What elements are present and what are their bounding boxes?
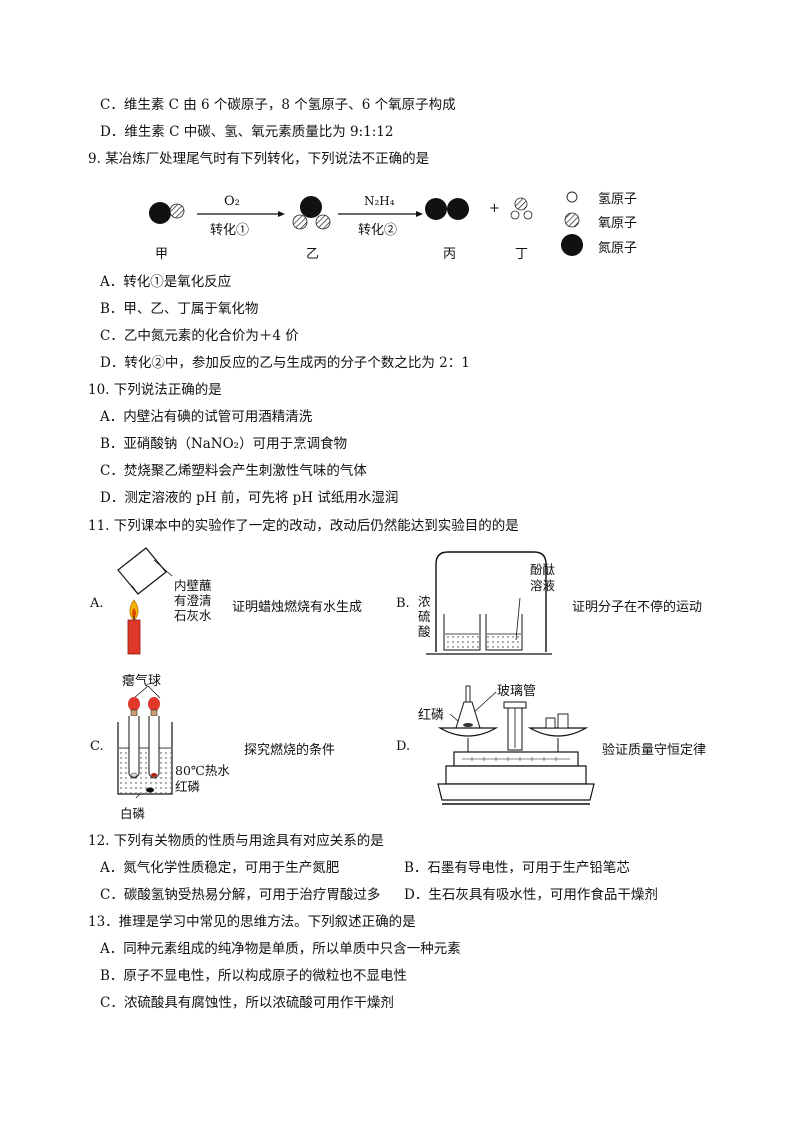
q11-d-letter: D.	[396, 739, 411, 754]
q8-option-d: D．维生素 C 中碳、氢、氧元素质量比为 9:1:12	[100, 124, 394, 140]
candle-beaker-figure	[117, 547, 173, 655]
q11-b-label-right-2: 溶液	[530, 578, 556, 593]
q11-c-label-top: 瘪气球	[122, 674, 162, 689]
q11-c-label-water: 80℃热水	[175, 763, 230, 778]
molecule-ding	[510, 197, 533, 220]
q13-option-b: B．原子不显电性，所以构成原子的微粒也不显电性	[100, 968, 407, 984]
q11-d-label-tube: 玻璃管	[497, 684, 537, 699]
q9-step-1: 转化①	[210, 223, 250, 238]
molecule-yi	[292, 196, 331, 230]
q11-a-label-2: 有澄清	[174, 593, 212, 608]
q11-d-label-red: 红磷	[418, 708, 445, 723]
label-jia: 甲	[155, 247, 169, 262]
q11-c-letter: C.	[90, 739, 104, 754]
q11-a-caption: 证明蜡烛燃烧有水生成	[232, 600, 363, 615]
q9-option-a: A．转化①是氧化反应	[100, 274, 232, 290]
q13-option-a: A．同种元素组成的纯净物是单质，所以单质中只含一种元素	[100, 941, 461, 957]
q9-reagent-o2: O₂	[224, 194, 240, 209]
q8-option-c: C．维生素 C 由 6 个碳原子，8 个氢原子、6 个氧原子构成	[100, 97, 456, 113]
q9-molecule-diagram	[149, 191, 583, 256]
q11-c-label-red: 红磷	[175, 779, 201, 794]
q10-stem: 10. 下列说法正确的是	[88, 382, 222, 398]
balance-figure	[437, 685, 595, 805]
q10-option-c: C．焚烧聚乙烯塑料会产生刺激性气味的气体	[100, 463, 367, 479]
q12-option-d: D．生石灰具有吸水性，可用作食品干燥剂	[404, 887, 658, 903]
molecule-bing	[425, 198, 469, 220]
q11-a-label: 内壁蘸 有澄清 石灰水	[174, 578, 212, 623]
q10-option-d: D．测定溶液的 pH 前，可先将 pH 试纸用水湿润	[100, 490, 399, 506]
q11-b-caption: 证明分子在不停的运动	[572, 600, 703, 615]
q11-a-letter: A.	[90, 596, 104, 611]
q11-b-label-left-3: 酸	[418, 624, 431, 639]
q13-stem: 13．推理是学习中常见的思维方法。下列叙述正确的是	[88, 914, 416, 930]
q11-b-label-left-1: 浓	[418, 594, 431, 609]
q11-a-label-1: 内壁蘸	[174, 578, 212, 593]
label-yi: 乙	[306, 247, 320, 262]
label-ding: 丁	[515, 247, 529, 262]
legend-oxygen-icon	[564, 212, 580, 228]
label-bing: 丙	[443, 247, 457, 262]
q11-c-caption: 探究燃烧的条件	[244, 743, 336, 758]
q11-b-letter: B.	[396, 596, 410, 611]
q11-d-caption: 验证质量守恒定律	[602, 743, 707, 758]
q10-option-b: B．亚硝酸钠（NaNO₂）可用于烹调食物	[100, 436, 348, 452]
q11-stem: 11. 下列课本中的实验作了一定的改动，改动后仍然能达到实验目的的是	[88, 518, 519, 534]
q9-plus: +	[489, 201, 500, 216]
legend-nitrogen-icon	[561, 234, 583, 256]
molecule-jia	[149, 202, 185, 224]
q9-option-c: C．乙中氮元素的化合价为＋4 价	[100, 328, 299, 344]
q11-b-label-left-2: 硫	[418, 609, 431, 624]
q13-option-c: C．浓硫酸具有腐蚀性，所以浓硫酸可用作干燥剂	[100, 995, 394, 1011]
q9-reagent-n2h4: N₂H₄	[364, 194, 395, 208]
q11-a-label-3: 石灰水	[174, 608, 212, 623]
q9-stem: 9. 某冶炼厂处理尾气时有下列转化，下列说法不正确的是	[88, 151, 430, 167]
legend-hydrogen-icon	[566, 191, 578, 203]
q12-option-b: B．石墨有导电性，可用于生产铅笔芯	[404, 860, 630, 876]
q12-stem: 12. 下列有关物质的性质与用途具有对应关系的是	[88, 833, 384, 849]
legend-oxygen: 氧原子	[598, 216, 638, 231]
q11-c-label-white: 白磷	[120, 806, 146, 821]
q11-b-label-right-1: 酚酞	[530, 562, 556, 577]
legend-nitrogen: 氮原子	[598, 241, 638, 256]
legend-hydrogen: 氢原子	[598, 192, 638, 207]
q11-b-label-left: 浓 硫 酸	[418, 594, 431, 639]
q12-option-c: C．碳酸氢钠受热易分解，可用于治疗胃酸过多	[100, 887, 381, 903]
q9-step-2: 转化②	[358, 223, 398, 238]
bell-jar-figure	[426, 551, 552, 655]
q10-option-a: A．内壁沾有碘的试管可用酒精清洗	[100, 409, 313, 425]
q9-option-b: B．甲、乙、丁属于氧化物	[100, 301, 259, 317]
test-tube-figure	[117, 685, 173, 799]
q9-option-d: D．转化②中，参加反应的乙与生成丙的分子个数之比为 2：1	[100, 355, 470, 371]
q11-b-label-right: 酚酞 溶液	[530, 562, 555, 594]
q12-option-a: A．氮气化学性质稳定，可用于生产氮肥	[100, 860, 340, 876]
